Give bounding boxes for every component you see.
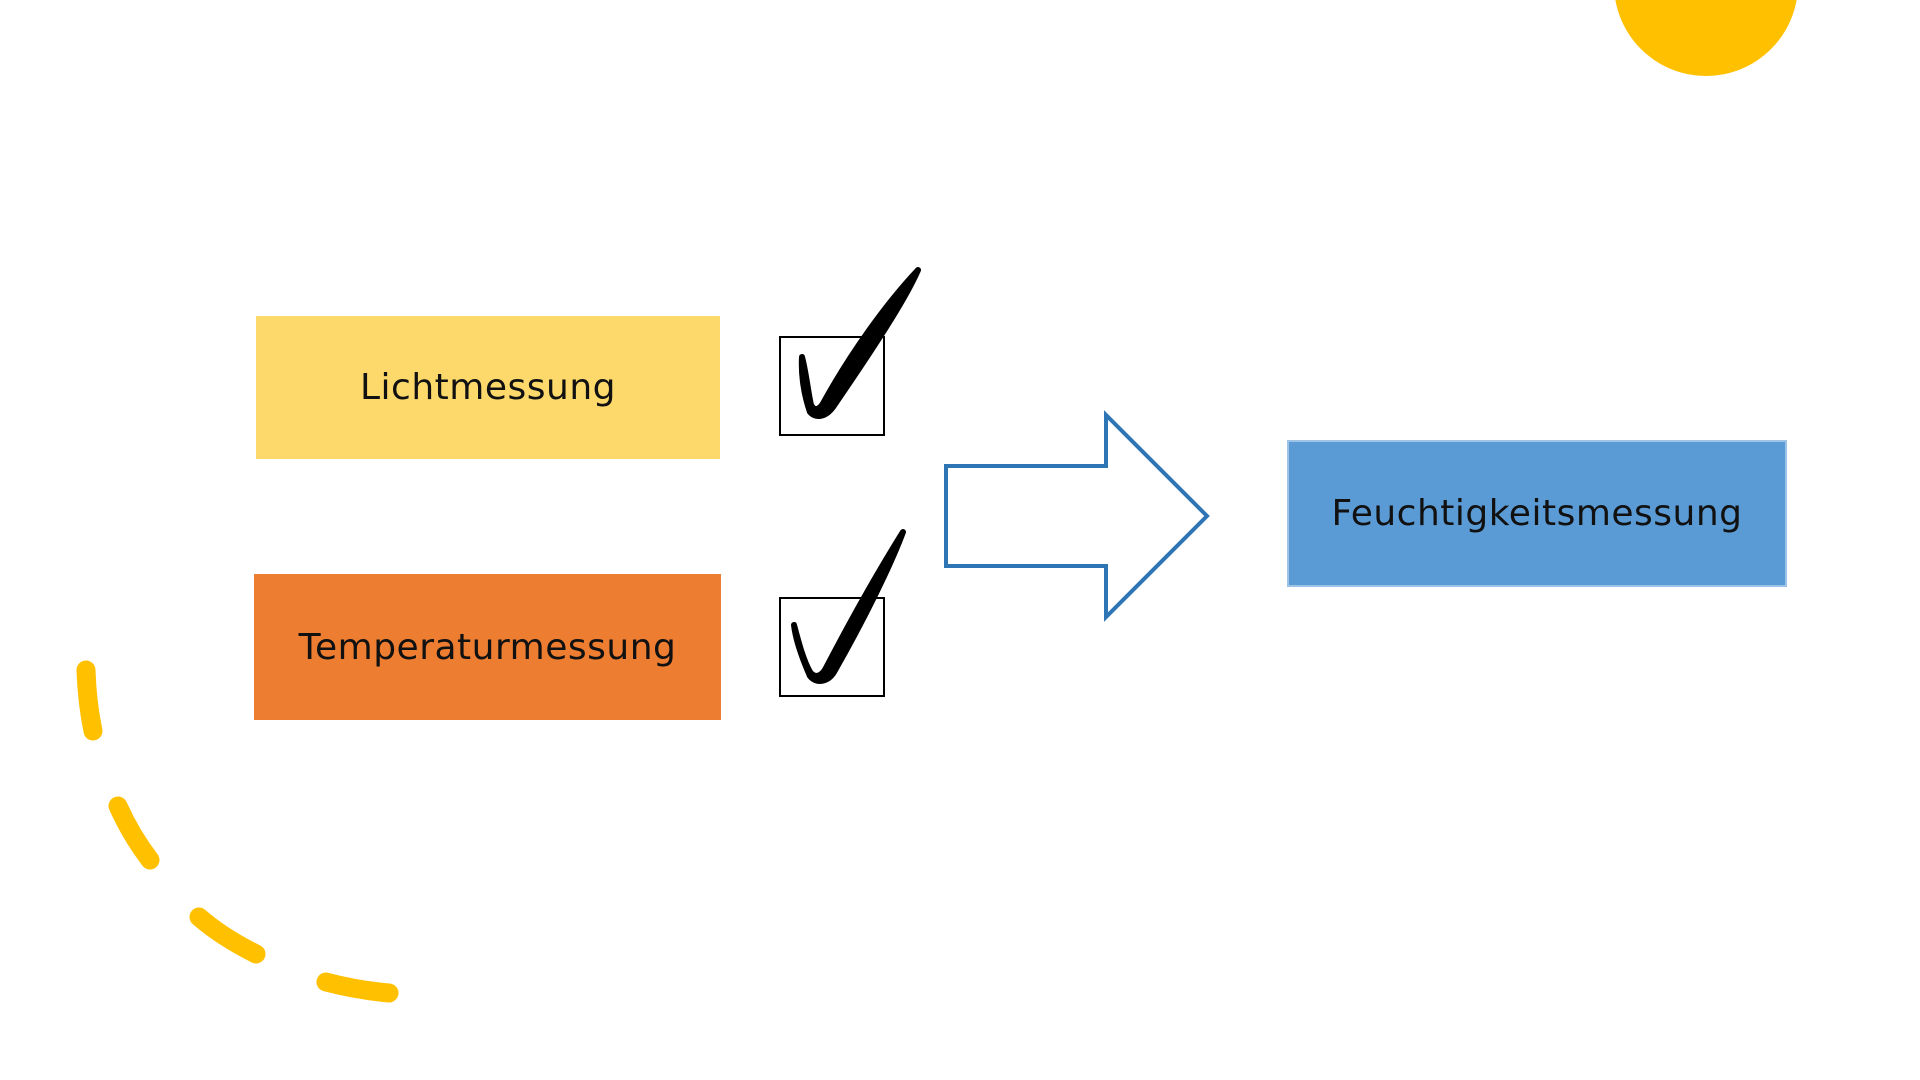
dash-segment: [108, 796, 160, 870]
humidity-measurement-box: Feuchtigkeitsmessung: [1287, 440, 1787, 587]
temperature-measurement-label: Temperaturmessung: [298, 626, 677, 668]
dash-segment: [189, 907, 266, 964]
light-measurement-box: Lichtmessung: [256, 316, 720, 459]
sun-circle-decoration: [1615, 0, 1797, 76]
light-measurement-label: Lichtmessung: [360, 367, 616, 408]
temperature-measurement-box: Temperaturmessung: [254, 574, 721, 720]
right-arrow-icon: [944, 410, 1210, 622]
checked-checkbox-icon: [779, 336, 885, 436]
dash-segment: [316, 972, 399, 1003]
humidity-measurement-label: Feuchtigkeitsmessung: [1331, 493, 1743, 534]
dash-segment: [76, 660, 103, 741]
checked-checkbox-icon: [779, 597, 885, 697]
